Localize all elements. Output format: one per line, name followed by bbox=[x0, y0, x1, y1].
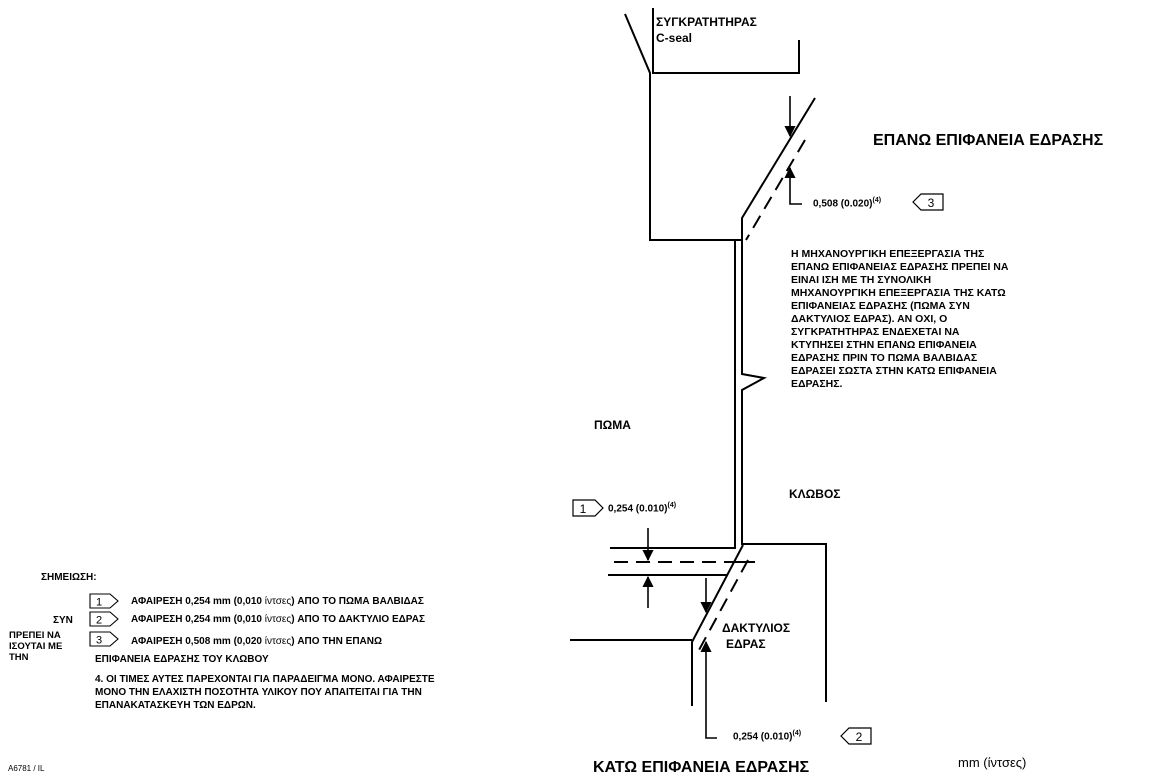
upper-machined-line bbox=[745, 139, 806, 241]
svg-text:3: 3 bbox=[928, 196, 935, 210]
cage-wall-outer bbox=[741, 97, 827, 702]
note-3-text: ΑΦΑΙΡΕΣΗ 0,508 mm (0,020 ίντσες) ΑΠΟ ΤΗΝ… bbox=[131, 636, 383, 647]
seat-ring-label-line1: ΔΑΚΤΥΛΙΟΣ bbox=[722, 621, 791, 635]
lower-seating-surface-title: ΚΑΤΩ ΕΠΙΦΑΝΕΙΑ ΕΔΡΑΣΗΣ bbox=[593, 759, 810, 776]
svg-text:2: 2 bbox=[96, 615, 102, 627]
seat-machined-line bbox=[698, 559, 749, 651]
units-label: mm (ίντσες) bbox=[958, 755, 1027, 770]
c-seal-outline bbox=[652, 8, 800, 74]
upper-seating-surface-title: ΕΠΑΝΩ ΕΠΙΦΑΝΕΙΑ ΕΔΡΑΣΗΣ bbox=[873, 132, 1104, 149]
seat-dim-leader bbox=[700, 640, 717, 739]
plug-contour bbox=[610, 13, 736, 549]
flag-2-icon: 2 bbox=[840, 727, 872, 745]
plug-dimension-value: 0,254 (0.010)(4) bbox=[608, 502, 677, 515]
svg-text:1: 1 bbox=[96, 597, 102, 609]
note-3-text-line2: ΕΠΙΦΑΝΕΙΑ ΕΔΡΑΣΗΣ ΤΟΥ ΚΛΩΒΟΥ bbox=[95, 654, 269, 665]
upper-surface-note-paragraph: Η ΜΗΧΑΝΟΥΡΓΙΚΗ ΕΠΕΞΕΡΓΑΣΙΑ ΤΗΣ ΕΠΑΝΩ ΕΠΙ… bbox=[791, 248, 1009, 390]
note-2-text: ΑΦΑΙΡΕΣΗ 0,254 mm (0,010 ίντσες) ΑΠΟ ΤΟ … bbox=[131, 614, 425, 625]
notes-heading: ΣΗΜΕΙΩΣΗ: bbox=[41, 572, 97, 583]
flag-3-icon: 3 bbox=[912, 193, 944, 211]
cage-wall-inner bbox=[691, 544, 744, 706]
note-1-text: ΑΦΑΙΡΕΣΗ 0,254 mm (0,010 ίντσες) ΑΠΟ ΤΟ … bbox=[131, 596, 424, 607]
note-flag-3-icon: 3 bbox=[89, 631, 119, 647]
figure-id: A6781 / IL bbox=[8, 764, 45, 773]
note-flag-2-icon: 2 bbox=[89, 611, 119, 627]
c-seal-label-line2: C-seal bbox=[656, 31, 693, 45]
flag-1-icon: 1 bbox=[572, 499, 604, 517]
seat-ring-label-line2: ΕΔΡΑΣ bbox=[726, 637, 766, 651]
note-side-plus: ΣΥΝ bbox=[53, 615, 73, 626]
svg-text:2: 2 bbox=[856, 730, 863, 744]
c-seal-label-line1: ΣΥΓΚΡΑΤΗΤΗΡΑΣ bbox=[656, 15, 757, 29]
note-side-equal: ΠΡΕΠΕΙ ΝΑ ΙΣΟΥΤΑΙ ΜΕ ΤΗΝ bbox=[9, 630, 63, 663]
upper-dimension-value: 0,508 (0.020)(4) bbox=[813, 197, 882, 210]
seat-dimension-value: 0,254 (0.010)(4) bbox=[733, 730, 802, 743]
svg-text:1: 1 bbox=[580, 502, 587, 516]
note-4-text: 4. ΟΙ ΤΙΜΕΣ ΑΥΤΕΣ ΠΑΡΕΧΟΝΤΑΙ ΓΙΑ ΠΑΡΑΔΕΙ… bbox=[95, 674, 435, 711]
plug-label: ΠΩΜΑ bbox=[594, 418, 631, 432]
svg-text:3: 3 bbox=[96, 635, 102, 647]
note-flag-1-icon: 1 bbox=[89, 593, 119, 609]
upper-dim-leader bbox=[784, 166, 802, 205]
cage-label: ΚΛΩΒΟΣ bbox=[789, 487, 841, 501]
